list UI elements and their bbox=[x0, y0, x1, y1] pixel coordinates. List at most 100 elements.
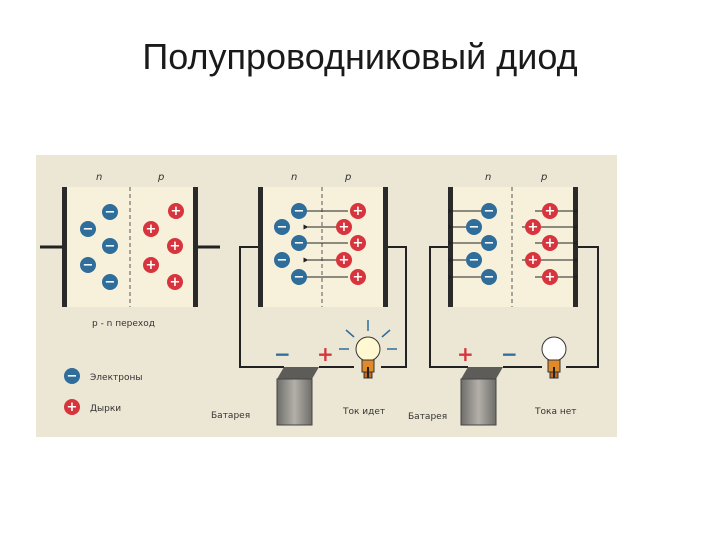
plate-right bbox=[573, 187, 578, 307]
n-region-label: n bbox=[96, 172, 102, 183]
svg-text:−: − bbox=[484, 236, 495, 251]
svg-text:+: + bbox=[545, 236, 556, 251]
battery-label: Батарея bbox=[408, 412, 447, 422]
junction-caption: p - n переход bbox=[92, 319, 155, 329]
battery-minus-sign: − bbox=[274, 342, 291, 366]
hole-icon: + bbox=[542, 203, 558, 219]
hole-icon: + bbox=[542, 235, 558, 251]
hole-icon: + bbox=[525, 219, 541, 235]
electron-icon: − bbox=[102, 204, 118, 220]
panel-junction: n p − − − − − + + + + + p - n переход bbox=[40, 172, 220, 329]
svg-text:+: + bbox=[353, 204, 364, 219]
crystal bbox=[448, 187, 578, 307]
svg-text:+: + bbox=[170, 239, 181, 254]
svg-text:+: + bbox=[170, 275, 181, 290]
panel-reverse-bias: n p − − − − − + + + + + bbox=[408, 172, 599, 426]
battery-plus-sign: + bbox=[317, 342, 334, 366]
svg-text:−: − bbox=[484, 270, 495, 285]
svg-text:−: − bbox=[277, 253, 288, 268]
panel-forward-bias: n p − − − − − + + + + + − + bbox=[211, 172, 407, 426]
holes: + + + + + bbox=[143, 203, 184, 290]
svg-text:+: + bbox=[171, 204, 182, 219]
lamp-label: Тока нет bbox=[534, 407, 576, 417]
electrons: − − − − − bbox=[80, 204, 118, 290]
battery-plus-sign: + bbox=[457, 342, 474, 366]
wire-right bbox=[381, 246, 407, 368]
svg-text:−: − bbox=[294, 236, 305, 251]
electron-icon: − bbox=[102, 274, 118, 290]
svg-text:+: + bbox=[339, 220, 350, 235]
electron-icon: − bbox=[481, 203, 497, 219]
svg-text:+: + bbox=[339, 253, 350, 268]
p-region-label: p bbox=[540, 172, 547, 183]
electron-icon: − bbox=[291, 269, 307, 285]
hole-icon: + bbox=[336, 252, 352, 268]
svg-text:+: + bbox=[528, 253, 539, 268]
svg-text:−: − bbox=[83, 258, 94, 273]
holes: + + + + + bbox=[336, 203, 366, 285]
battery-icon bbox=[276, 367, 319, 426]
hole-icon: + bbox=[168, 203, 184, 219]
drift-arrows bbox=[303, 208, 348, 280]
svg-text:−: − bbox=[469, 220, 480, 235]
crystal bbox=[258, 187, 388, 307]
battery-minus-sign: − bbox=[501, 342, 518, 366]
plate-left bbox=[448, 187, 453, 307]
svg-text:−: − bbox=[67, 369, 78, 384]
plate-right bbox=[383, 187, 388, 307]
svg-text:−: − bbox=[105, 239, 116, 254]
electron-icon: − bbox=[291, 235, 307, 251]
svg-text:+: + bbox=[353, 236, 364, 251]
plate-left bbox=[62, 187, 67, 307]
electron-icon: − bbox=[102, 238, 118, 254]
plate-right bbox=[193, 187, 198, 307]
wire-right bbox=[566, 246, 599, 368]
holes: + + + + + bbox=[525, 203, 558, 285]
svg-text:−: − bbox=[83, 222, 94, 237]
electron-icon: − bbox=[274, 252, 290, 268]
p-region-label: p bbox=[344, 172, 351, 183]
svg-text:−: − bbox=[105, 205, 116, 220]
legend: − Электроны + Дырки bbox=[64, 368, 142, 415]
electron-icon: − bbox=[466, 219, 482, 235]
electron-icon: − bbox=[466, 252, 482, 268]
lamp-label: Ток идет bbox=[342, 407, 385, 417]
legend-label: Дырки bbox=[90, 404, 121, 414]
svg-text:−: − bbox=[294, 204, 305, 219]
svg-text:+: + bbox=[146, 222, 157, 237]
plate-left bbox=[258, 187, 263, 307]
svg-text:−: − bbox=[294, 270, 305, 285]
p-region-label: p bbox=[157, 172, 164, 183]
hole-icon: + bbox=[350, 203, 366, 219]
svg-text:+: + bbox=[528, 220, 539, 235]
svg-text:+: + bbox=[353, 270, 364, 285]
svg-text:+: + bbox=[67, 400, 78, 415]
electrons: − − − − − bbox=[466, 203, 497, 285]
diode-figure: n p − − − − − + + + + + p - n переход n … bbox=[36, 155, 617, 437]
hole-icon: + bbox=[542, 269, 558, 285]
hole-icon: + bbox=[350, 269, 366, 285]
hole-icon: + bbox=[525, 252, 541, 268]
battery-icon bbox=[460, 367, 503, 426]
battery-label: Батарея bbox=[211, 411, 250, 421]
svg-text:−: − bbox=[277, 220, 288, 235]
svg-text:−: − bbox=[105, 275, 116, 290]
legend-item-holes: + Дырки bbox=[64, 399, 121, 415]
electron-icon: − bbox=[481, 235, 497, 251]
hole-icon: + bbox=[336, 219, 352, 235]
diode-diagram: n p − − − − − + + + + + p - n переход n … bbox=[36, 155, 617, 437]
electron-icon: − bbox=[64, 368, 80, 384]
svg-text:+: + bbox=[545, 270, 556, 285]
hole-icon: + bbox=[143, 221, 159, 237]
svg-text:−: − bbox=[484, 204, 495, 219]
svg-text:+: + bbox=[146, 258, 157, 273]
legend-item-electrons: − Электроны bbox=[64, 368, 142, 384]
hole-icon: + bbox=[350, 235, 366, 251]
hole-icon: + bbox=[143, 257, 159, 273]
wire-left bbox=[239, 246, 284, 368]
electron-icon: − bbox=[481, 269, 497, 285]
electron-icon: − bbox=[80, 257, 96, 273]
n-region-label: n bbox=[485, 172, 491, 183]
svg-text:+: + bbox=[545, 204, 556, 219]
wire-left bbox=[429, 246, 468, 368]
